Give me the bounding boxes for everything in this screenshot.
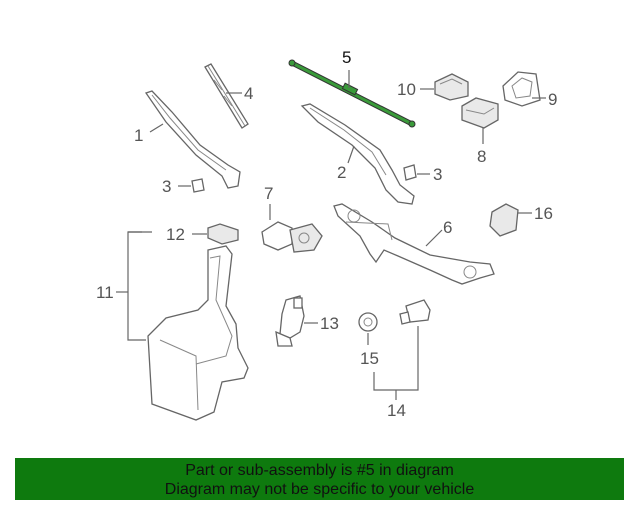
callout-13[interactable]: 13 [320, 314, 339, 333]
banner-line-1: Part or sub-assembly is #5 in diagram [185, 462, 454, 479]
part-16-bracket[interactable] [489, 203, 519, 237]
callout-bracket-11 [127, 231, 146, 341]
part-9-cover-cap[interactable] [502, 71, 541, 107]
callout-4[interactable]: 4 [244, 84, 253, 103]
info-banner: Part or sub-assembly is #5 in diagram Di… [15, 458, 624, 500]
callout-line-1 [149, 123, 164, 133]
part-3-cap-right[interactable] [403, 164, 417, 181]
part-10-cover[interactable] [434, 73, 469, 101]
part-7-wiper-motor[interactable] [261, 221, 323, 253]
callout-line-2 [347, 145, 355, 164]
parts-diagram: 5 1 4 2 3 3 10 9 [96, 48, 557, 421]
callout-7[interactable]: 7 [264, 184, 273, 203]
callout-12[interactable]: 12 [166, 225, 185, 244]
part-8-relay[interactable] [461, 97, 499, 129]
part-11-washer-reservoir[interactable] [147, 245, 249, 421]
callout-15[interactable]: 15 [360, 349, 379, 368]
callout-8[interactable]: 8 [477, 147, 486, 166]
part-14-washer-nozzle[interactable] [399, 299, 431, 325]
callout-2[interactable]: 2 [337, 163, 346, 182]
callout-1[interactable]: 1 [134, 126, 143, 145]
part-13-washer-pump[interactable] [275, 295, 305, 347]
callout-14[interactable]: 14 [387, 401, 406, 420]
callout-bracket-14 [373, 326, 419, 391]
part-3-cap-left[interactable] [191, 178, 205, 193]
callout-10[interactable]: 10 [397, 80, 416, 99]
part-2-wiper-arm[interactable] [300, 103, 415, 205]
callout-3a[interactable]: 3 [162, 177, 171, 196]
part-15-grommet[interactable] [358, 312, 378, 332]
callout-line-6 [425, 229, 443, 247]
callout-9[interactable]: 9 [548, 90, 557, 109]
callout-6[interactable]: 6 [443, 218, 452, 237]
part-6-wiper-linkage[interactable] [333, 203, 495, 285]
part-1-wiper-arm[interactable] [144, 90, 241, 189]
part-4-wiper-blade[interactable] [204, 63, 249, 129]
part-5-wiper-blade[interactable] [288, 59, 416, 128]
callout-11[interactable]: 11 [96, 283, 114, 302]
part-12-reservoir-cap[interactable] [207, 223, 239, 245]
callout-3b[interactable]: 3 [433, 165, 442, 184]
callout-16[interactable]: 16 [534, 204, 553, 223]
callout-5[interactable]: 5 [342, 48, 351, 67]
banner-line-2: Diagram may not be specific to your vehi… [164, 481, 475, 498]
